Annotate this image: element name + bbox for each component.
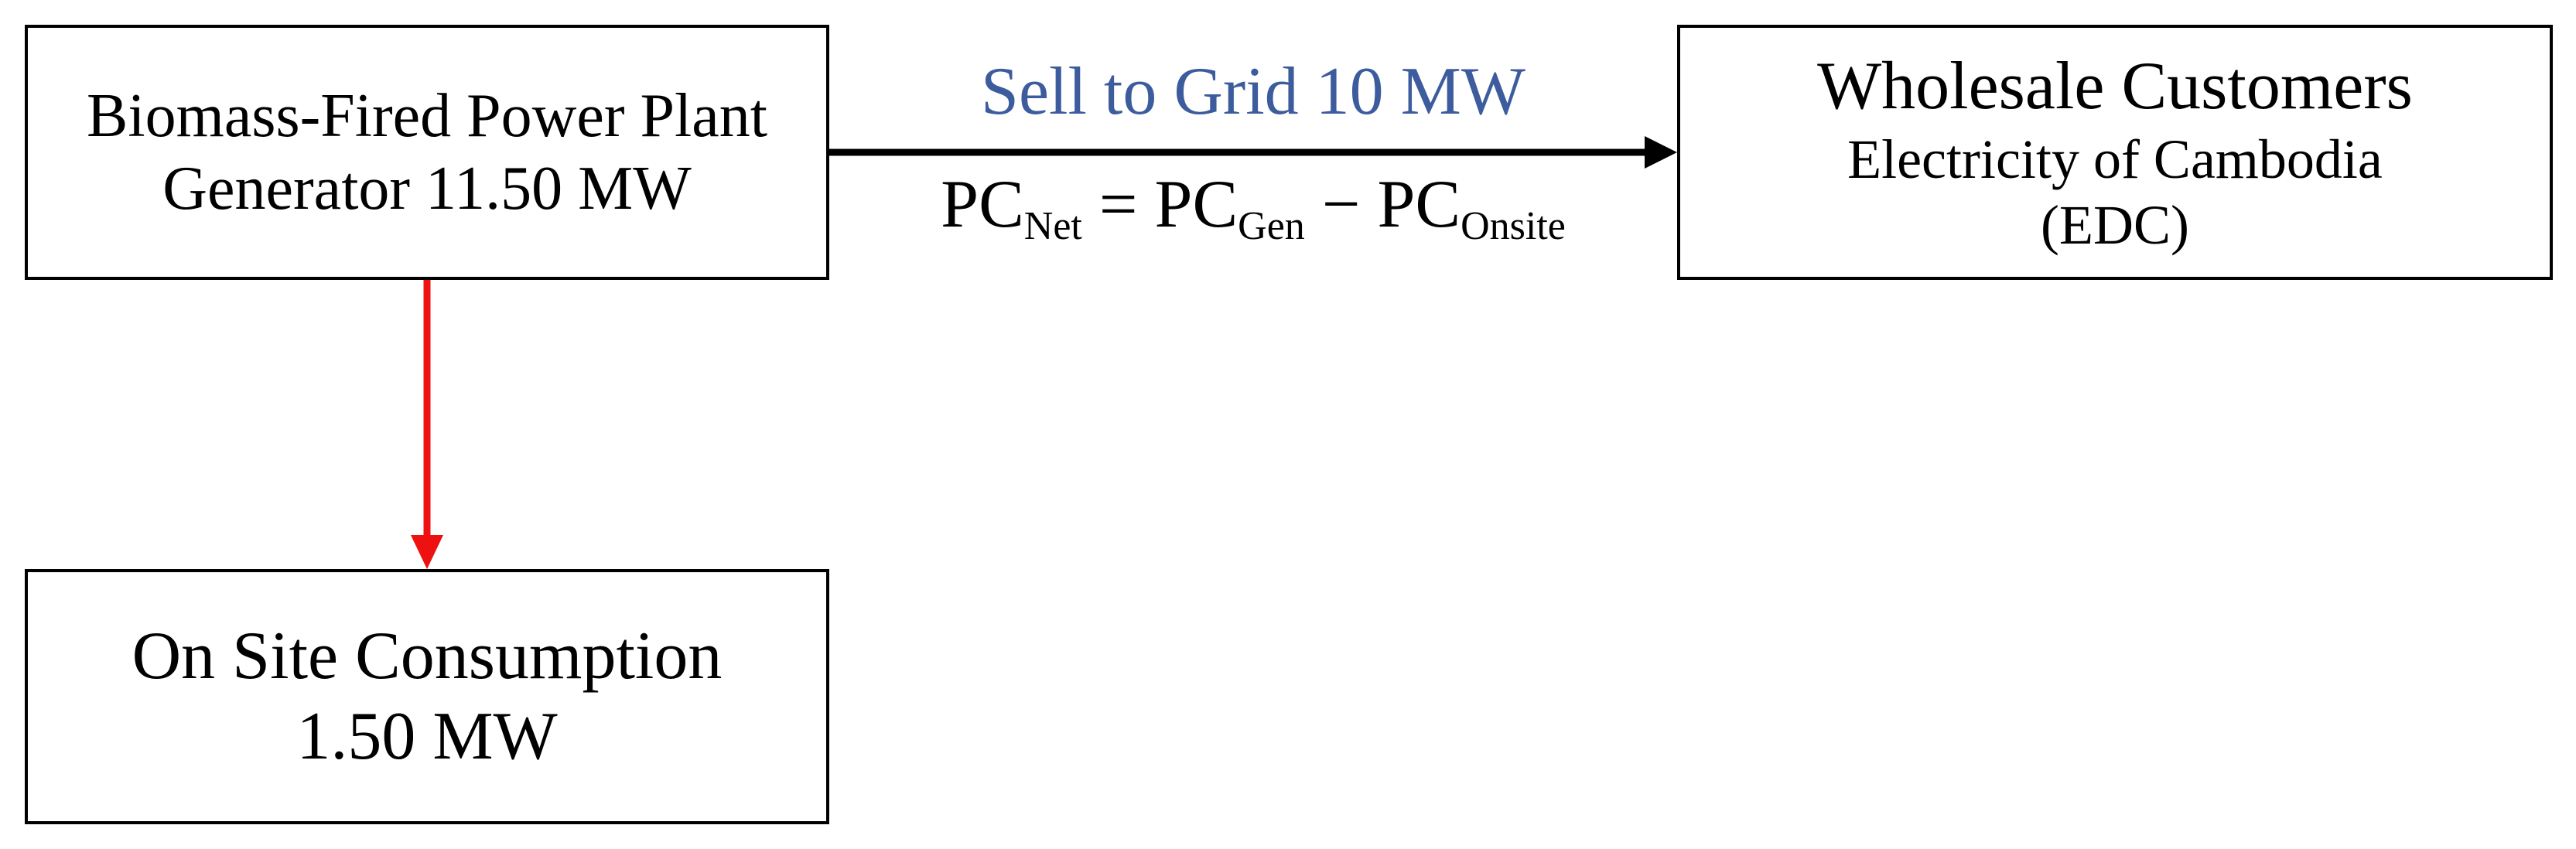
edc-abbreviation: (EDC): [2041, 193, 2189, 256]
sell-to-grid-label: Sell to Grid 10 MW: [981, 54, 1525, 129]
formula-term1: PC: [1154, 167, 1238, 242]
wholesale-customers-node: Wholesale Customers Electricity of Cambo…: [1677, 25, 2553, 280]
formula-lhs-subscript: Net: [1023, 204, 1082, 248]
formula-minus: −: [1304, 167, 1378, 242]
onsite-consumption-value: 1.50 MW: [296, 699, 558, 774]
onsite-consumption-title: On Site Consumption: [132, 619, 723, 694]
formula-term1-subscript: Gen: [1238, 204, 1305, 248]
power-plant-title: Biomass-Fired Power Plant: [87, 81, 767, 150]
wholesale-customers-title: Wholesale Customers: [1817, 49, 2413, 124]
onsite-arrowhead: [411, 535, 443, 569]
grid-arrowhead: [1645, 136, 1677, 169]
formula-equals: =: [1081, 167, 1155, 242]
edc-name: Electricity of Cambodia: [1847, 128, 2383, 190]
onsite-consumption-node: On Site Consumption 1.50 MW: [25, 569, 829, 824]
power-plant-node: Biomass-Fired Power Plant Generator 11.5…: [25, 25, 829, 280]
formula-term2-subscript: Onsite: [1461, 204, 1566, 248]
formula-term2: PC: [1377, 167, 1461, 242]
net-power-formula: PCNet = PCGen − PCOnsite: [835, 165, 1671, 247]
formula-lhs: PC: [941, 167, 1024, 242]
generator-capacity: Generator 11.50 MW: [162, 155, 692, 223]
